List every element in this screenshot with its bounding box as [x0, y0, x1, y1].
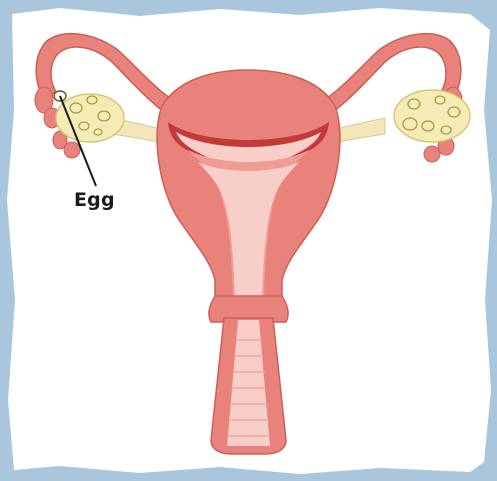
left-ovary — [56, 94, 124, 142]
right-ovary — [394, 90, 470, 142]
egg-label: Egg — [74, 189, 115, 211]
